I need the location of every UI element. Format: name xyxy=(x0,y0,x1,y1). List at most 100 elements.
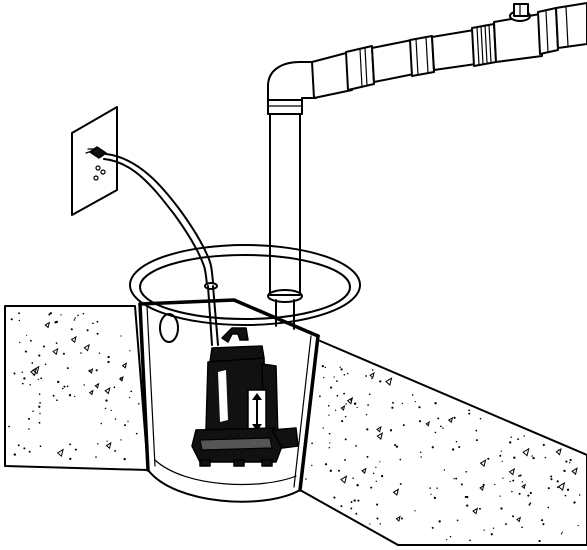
concrete-aggregate xyxy=(479,459,487,468)
concrete-speck xyxy=(399,482,402,485)
concrete-speck xyxy=(327,404,330,407)
concrete-speck xyxy=(380,474,384,478)
concrete-aggregate xyxy=(376,425,382,433)
concrete-speck xyxy=(344,415,347,418)
concrete-speck xyxy=(500,450,502,452)
concrete-speck xyxy=(510,436,512,438)
concrete-speck xyxy=(453,416,456,419)
concrete-speck xyxy=(305,478,307,480)
concrete-speck xyxy=(521,526,523,529)
concrete-speck xyxy=(512,515,514,518)
concrete-speck xyxy=(443,469,446,471)
concrete-speck xyxy=(513,456,516,459)
concrete-speck xyxy=(356,406,358,409)
concrete-speck xyxy=(18,319,21,322)
concrete-aggregate xyxy=(70,335,77,344)
concrete-speck xyxy=(518,492,521,495)
concrete-speck xyxy=(550,478,553,481)
concrete-aggregate xyxy=(121,362,128,369)
concrete-speck xyxy=(21,371,24,374)
concrete-speck xyxy=(419,451,422,453)
concrete-speck xyxy=(501,460,503,463)
concrete-speck xyxy=(38,421,41,424)
concrete-speck xyxy=(8,425,10,428)
concrete-speck xyxy=(494,483,496,486)
concrete-speck xyxy=(490,533,493,536)
concrete-speck xyxy=(319,395,321,398)
concrete-aggregate xyxy=(105,441,112,450)
concrete-speck xyxy=(13,372,16,375)
concrete-speck xyxy=(455,477,458,480)
concrete-speck xyxy=(438,520,441,523)
concrete-speck xyxy=(27,417,31,420)
concrete-speck xyxy=(547,487,550,490)
concrete-speck xyxy=(466,495,469,499)
concrete-speck xyxy=(370,486,373,489)
concrete-speck xyxy=(389,429,393,432)
concrete-speck xyxy=(92,322,94,325)
concrete-speck xyxy=(341,420,344,423)
concrete-speck xyxy=(70,328,73,331)
concrete-speck xyxy=(391,406,394,409)
concrete-speck xyxy=(321,364,324,368)
concrete-speck xyxy=(368,393,371,396)
concrete-speck xyxy=(68,394,72,397)
concrete-speck xyxy=(340,505,343,508)
concrete-speck xyxy=(28,428,30,430)
concrete-speck xyxy=(42,345,45,348)
concrete-speck xyxy=(511,490,513,493)
concrete-aggregate xyxy=(88,368,94,374)
concrete-speck xyxy=(465,470,468,473)
concrete-speck xyxy=(475,429,478,432)
concrete-speck xyxy=(334,409,337,411)
concrete-speck xyxy=(82,312,85,315)
concrete-speck xyxy=(48,313,51,316)
concrete-speck xyxy=(336,394,339,397)
concrete-speck xyxy=(55,342,58,344)
concrete-speck xyxy=(113,386,116,389)
concrete-speck xyxy=(98,352,101,354)
concrete-speck xyxy=(61,387,64,390)
concrete-speck xyxy=(560,533,563,535)
concrete-speck xyxy=(324,463,328,466)
concrete-speck xyxy=(107,355,110,359)
concrete-speck xyxy=(336,380,338,382)
concrete-speck xyxy=(528,503,531,506)
concrete-speck xyxy=(556,480,559,483)
concrete-speck xyxy=(110,409,112,412)
concrete-speck xyxy=(96,332,99,335)
concrete-speck xyxy=(521,481,524,483)
concrete-aggregate xyxy=(88,389,94,396)
concrete-speck xyxy=(487,457,490,460)
concrete-speck xyxy=(104,407,107,410)
concrete-speck xyxy=(330,386,333,389)
concrete-speck xyxy=(442,427,444,429)
concrete-floor-right xyxy=(299,339,587,546)
concrete-floor-left xyxy=(4,305,149,471)
concrete-speck xyxy=(429,487,431,489)
concrete-speck xyxy=(127,420,129,422)
concrete-speck xyxy=(371,377,373,380)
concrete-speck xyxy=(460,483,463,486)
concrete-speck xyxy=(436,487,438,489)
concrete-speck xyxy=(97,443,99,445)
concrete-speck xyxy=(26,334,28,336)
concrete-speck xyxy=(577,524,579,527)
concrete-speck xyxy=(329,469,332,472)
concrete-speck xyxy=(333,376,335,378)
concrete-speck xyxy=(502,477,504,479)
concrete-speck xyxy=(414,510,416,512)
concrete-speck xyxy=(29,383,31,386)
concrete-speck xyxy=(431,446,434,449)
concrete-speck xyxy=(369,523,371,525)
concrete-speck xyxy=(29,339,32,342)
concrete-speck xyxy=(475,439,478,442)
concrete-speck xyxy=(541,519,544,522)
concrete-speck xyxy=(63,385,66,388)
concrete-speck xyxy=(379,380,382,383)
concrete-speck xyxy=(499,495,501,497)
concrete-speck xyxy=(564,494,567,497)
concrete-speck xyxy=(10,318,13,321)
concrete-speck xyxy=(395,445,399,448)
